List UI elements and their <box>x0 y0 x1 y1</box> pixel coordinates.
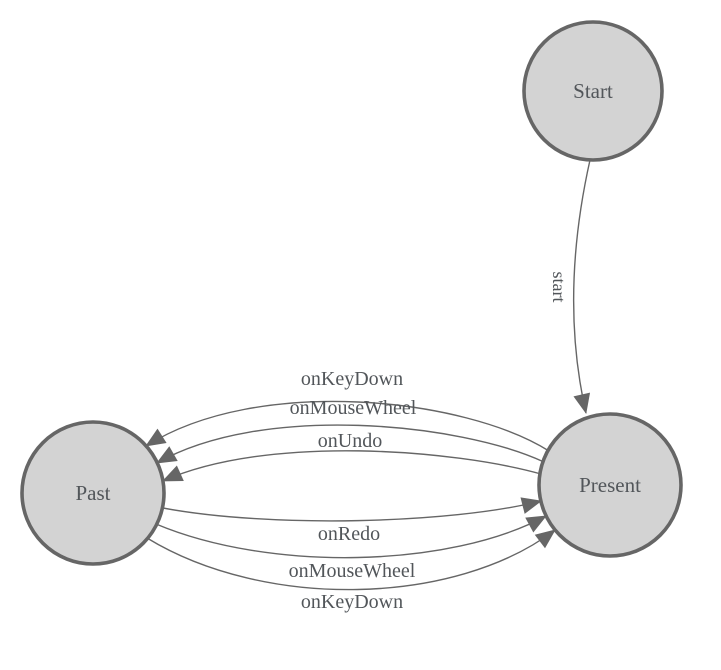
edge-start-to-present-path <box>572 159 591 414</box>
edge-label-onkeydown-bottom: onKeyDown <box>301 591 403 613</box>
state-node-present: Present <box>537 412 683 558</box>
state-node-past-label: Past <box>75 481 110 505</box>
edge-past-to-present-onmousewheel-path <box>155 515 547 559</box>
edge-label-onundo: onUndo <box>318 430 382 452</box>
edge-past-to-present-onmousewheel: onMouseWheel <box>155 515 547 582</box>
edge-past-to-present-onredo-path <box>162 497 542 522</box>
state-node-present-label: Present <box>579 473 641 497</box>
edge-label-onmousewheel-bottom: onMouseWheel <box>289 560 416 582</box>
state-node-start-label: Start <box>573 79 613 103</box>
state-node-present-shape <box>537 412 683 558</box>
edge-present-to-past-onundo-path <box>162 450 542 482</box>
state-node-start: Start <box>522 20 664 162</box>
edge-present-to-past-onkeydown-path <box>145 400 550 452</box>
edge-present-to-past-onundo: onUndo <box>162 430 542 482</box>
edge-label-start: start <box>549 272 569 303</box>
edge-label-onmousewheel-top: onMouseWheel <box>290 397 417 419</box>
edge-present-to-past-onmousewheel-path <box>156 424 545 464</box>
edge-past-to-present-onredo: onRedo <box>162 497 542 545</box>
edge-start-to-present: start <box>549 159 591 414</box>
edge-label-onredo: onRedo <box>318 523 380 545</box>
edge-past-to-present-onkeydown-path <box>146 529 556 591</box>
state-node-past-shape <box>20 420 166 566</box>
state-node-past: Past <box>20 420 166 566</box>
edge-present-to-past-onkeydown: onKeyDown <box>145 368 550 452</box>
edge-label-onkeydown-top: onKeyDown <box>301 368 403 390</box>
edge-past-to-present-onkeydown: onKeyDown <box>146 529 556 613</box>
edge-present-to-past-onmousewheel: onMouseWheel <box>156 397 545 464</box>
state-node-start-shape <box>522 20 664 162</box>
